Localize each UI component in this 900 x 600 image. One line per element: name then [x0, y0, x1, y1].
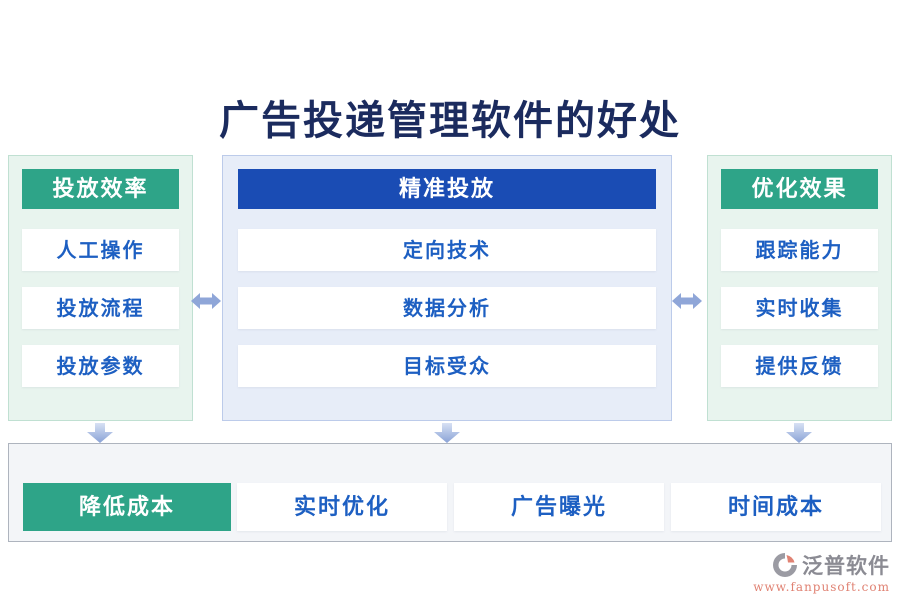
left-right-arrow-icon — [191, 290, 221, 312]
left-right-arrow-icon — [672, 290, 702, 312]
brand-logo-icon — [772, 552, 798, 578]
brand-name: 泛普软件 — [802, 553, 890, 578]
column-header-precise-delivery: 精准投放 — [238, 169, 656, 209]
item-manual-operation: 人工操作 — [22, 229, 179, 271]
column-delivery-efficiency: 投放效率 人工操作 投放流程 投放参数 — [8, 155, 193, 421]
brand-url: www.fanpusoft.com — [753, 580, 890, 594]
item-target-audience: 目标受众 — [238, 345, 656, 387]
item-provide-feedback: 提供反馈 — [721, 345, 878, 387]
brand-footer: 泛普软件 www.fanpusoft.com — [753, 550, 890, 594]
column-precise-delivery: 精准投放 定向技术 数据分析 目标受众 — [222, 155, 672, 421]
down-arrow-icon — [434, 423, 460, 443]
bottom-item-ad-exposure: 广告曝光 — [454, 483, 664, 531]
item-delivery-process: 投放流程 — [22, 287, 179, 329]
down-arrow-icon — [87, 423, 113, 443]
item-delivery-parameters: 投放参数 — [22, 345, 179, 387]
bottom-item-reduce-cost: 降低成本 — [23, 483, 231, 531]
down-arrow-icon — [786, 423, 812, 443]
column-header-optimize-results: 优化效果 — [721, 169, 878, 209]
bottom-benefits-panel: 降低成本 实时优化 广告曝光 时间成本 — [8, 443, 892, 542]
column-optimize-results: 优化效果 跟踪能力 实时收集 提供反馈 — [707, 155, 892, 421]
column-header-delivery-efficiency: 投放效率 — [22, 169, 179, 209]
item-tracking-ability: 跟踪能力 — [721, 229, 878, 271]
item-data-analysis: 数据分析 — [238, 287, 656, 329]
item-targeting-technology: 定向技术 — [238, 229, 656, 271]
page-title: 广告投递管理软件的好处 — [219, 97, 681, 144]
bottom-item-time-cost: 时间成本 — [671, 483, 881, 531]
bottom-item-realtime-optimization: 实时优化 — [237, 483, 447, 531]
item-realtime-collection: 实时收集 — [721, 287, 878, 329]
